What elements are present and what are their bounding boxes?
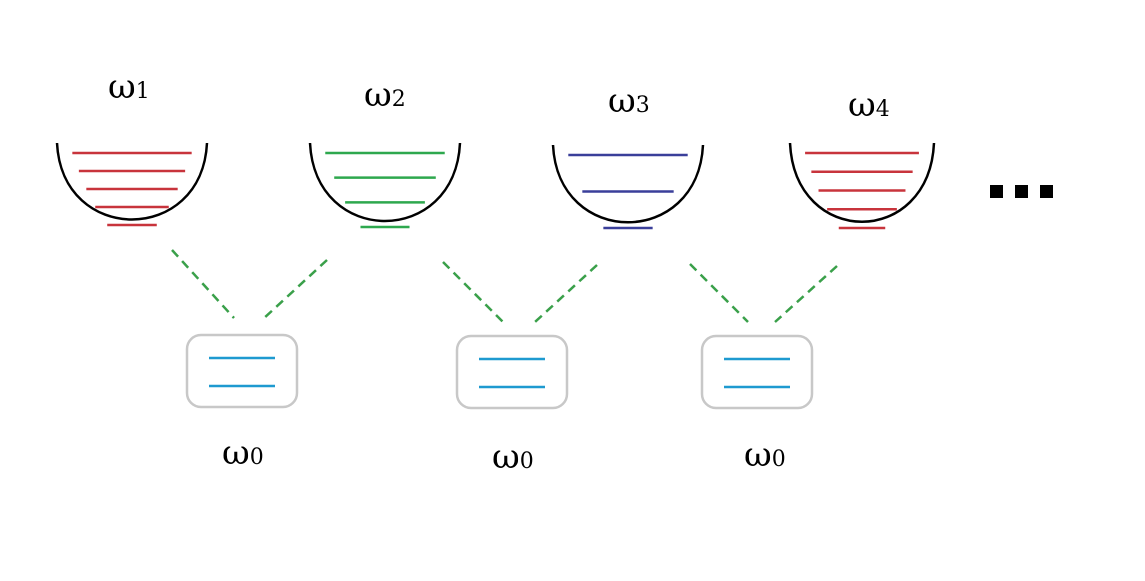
qubit-label-3: ω0 [744, 435, 786, 475]
oscillator-well-1 [55, 142, 209, 227]
qubit-box-3 [700, 334, 814, 410]
continuation-ellipsis [990, 185, 1053, 198]
oscillator-label-4: ω4 [848, 85, 890, 125]
oscillator-label-1: ω1 [108, 67, 150, 107]
qubit-box-outline [700, 334, 814, 410]
coupling-dashed-line [442, 261, 504, 323]
coupling-lines [171, 249, 838, 323]
potential-well-curve [55, 142, 209, 221]
qubit-box-2 [455, 334, 569, 410]
coupling-dashed-line [534, 264, 598, 323]
coupling-dashed-line [171, 249, 235, 319]
oscillator-label-3: ω3 [608, 81, 650, 121]
oscillator-well-3 [551, 144, 705, 230]
ellipsis-dot [1015, 185, 1028, 198]
potential-well-curve [308, 142, 462, 223]
qubit-label-1: ω0 [222, 433, 264, 473]
oscillator-label-2: ω2 [364, 75, 406, 115]
qubit-box-outline [455, 334, 569, 410]
coupling-dashed-line [261, 259, 328, 321]
two-level-systems [185, 333, 814, 410]
qubit-box-outline [185, 333, 299, 409]
ellipsis-dot [990, 185, 1003, 198]
potential-well-curve [788, 142, 936, 223]
oscillator-well-2 [308, 142, 462, 229]
potential-well-curve [551, 144, 705, 224]
coupling-dashed-line [774, 265, 838, 323]
coupling-dashed-line [689, 263, 749, 323]
ellipsis-dot [1040, 185, 1053, 198]
qubit-box-1 [185, 333, 299, 409]
oscillator-wells [55, 142, 936, 230]
qubit-label-2: ω0 [492, 437, 534, 477]
oscillator-well-4 [788, 142, 936, 230]
